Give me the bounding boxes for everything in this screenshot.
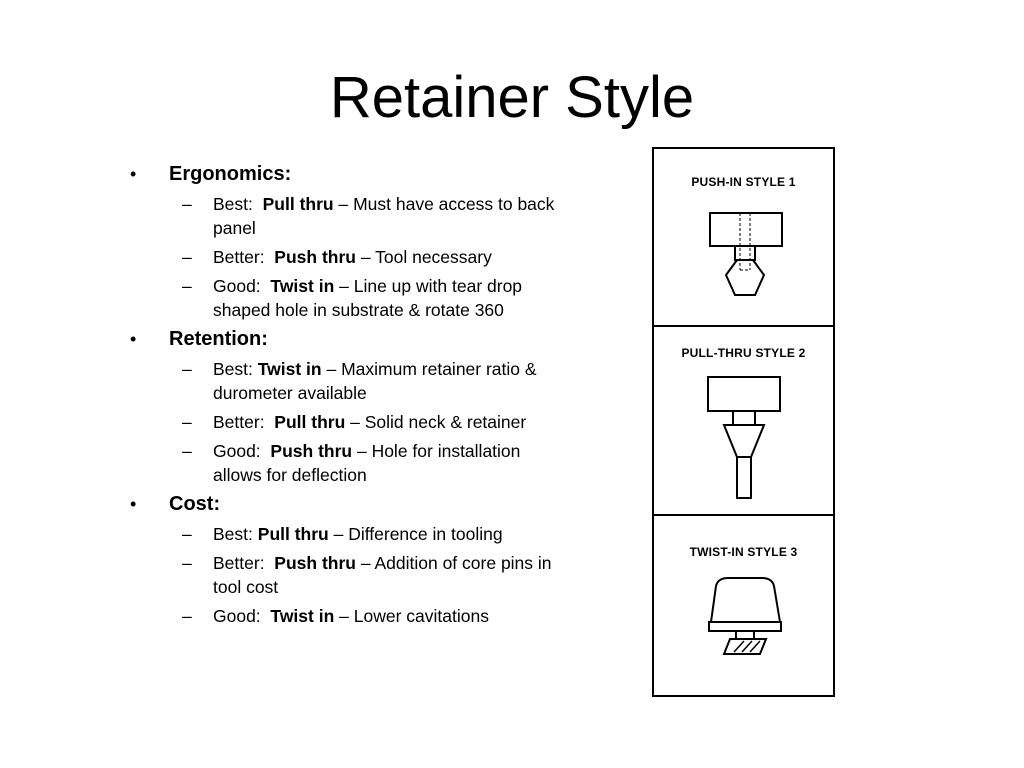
sub-item: –Good: Push thru – Hole for installation…: [182, 441, 521, 485]
sub-item: –Better: Push thru – Tool necessary: [182, 247, 492, 267]
bullet-heading: Cost:: [169, 493, 221, 515]
twist-in-retainer-icon: [708, 577, 782, 655]
push-in-cell: PUSH-IN STYLE 1: [654, 149, 833, 327]
pull-thru-cell: PULL-THRU STYLE 2: [654, 327, 833, 516]
slide-title: Retainer Style: [329, 65, 695, 130]
bullet-dot: •: [130, 494, 137, 514]
sub-item: –Better: Pull thru – Solid neck & retain…: [182, 412, 527, 432]
bullet-ergonomics: • Ergonomics:: [128, 162, 568, 186]
bullet-cost: • Cost:: [128, 492, 568, 516]
bullet-list: • Ergonomics: –Best: Pull thru – Must ha…: [128, 160, 568, 633]
push-in-label: PUSH-IN STYLE 1: [691, 175, 796, 189]
sub-item: –Good: Twist in – Line up with tear drop…: [182, 276, 523, 320]
sub-list: –Best: Pull thru – Must have access to b…: [128, 192, 568, 322]
sub-item: –Best: Twist in – Maximum retainer ratio…: [182, 359, 537, 403]
retainer-styles-panel: PUSH-IN STYLE 1 PULL-THRU STYLE 2 TWIST-…: [652, 147, 835, 697]
twist-in-label: TWIST-IN STYLE 3: [689, 545, 798, 559]
sub-list: –Best: Twist in – Maximum retainer ratio…: [128, 357, 568, 487]
push-in-retainer-icon: [709, 212, 783, 296]
sub-item: –Better: Push thru – Addition of core pi…: [182, 553, 552, 597]
sub-item: –Best: Pull thru – Must have access to b…: [182, 194, 555, 238]
pull-thru-label: PULL-THRU STYLE 2: [681, 346, 806, 360]
sub-item: –Good: Twist in – Lower cavitations: [182, 606, 489, 626]
bullet-dot: •: [130, 329, 137, 349]
pull-thru-retainer-icon: [707, 376, 781, 499]
bullet-retention: • Retention:: [128, 327, 568, 351]
sub-item: –Best: Pull thru – Difference in tooling: [182, 524, 503, 544]
bullet-heading: Ergonomics:: [169, 163, 292, 185]
sub-list: –Best: Pull thru – Difference in tooling…: [128, 522, 568, 628]
twist-in-cell: TWIST-IN STYLE 3: [654, 516, 833, 695]
bullet-heading: Retention:: [169, 328, 268, 350]
bullet-dot: •: [130, 164, 137, 184]
